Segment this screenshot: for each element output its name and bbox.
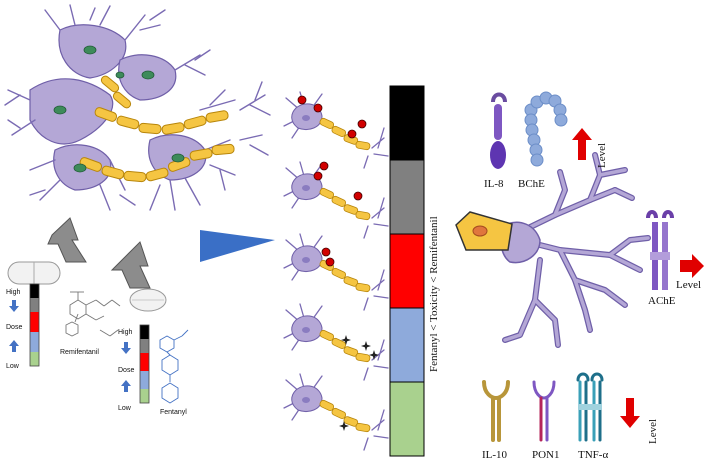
level-down-arrow-icon bbox=[620, 398, 640, 428]
fent-dose-label: Dose bbox=[118, 367, 134, 374]
remifentanil-structure bbox=[65, 291, 121, 337]
small-neuron bbox=[283, 233, 389, 311]
fent-high-label: High bbox=[118, 329, 133, 336]
remi-high-label: High bbox=[6, 289, 21, 296]
level-up-label: Level bbox=[596, 143, 608, 168]
gray-arrow-right bbox=[110, 241, 151, 289]
pon1-receptor-icon bbox=[532, 380, 556, 442]
pon1-label: PON1 bbox=[532, 449, 560, 461]
neuron-row-group bbox=[283, 91, 389, 451]
dose-up-arrow-icon bbox=[9, 300, 19, 312]
ache-label: AChE bbox=[648, 295, 676, 307]
fentanyl-dose-scale bbox=[121, 324, 150, 404]
fent-low-label: Low bbox=[118, 405, 132, 412]
toxicity-bar-segment bbox=[389, 381, 425, 457]
damage-spot-icon bbox=[353, 191, 363, 201]
small-neuron bbox=[283, 161, 389, 239]
bche-label: BChE bbox=[518, 178, 545, 190]
level-up-arrow-icon bbox=[572, 128, 592, 160]
level-right-arrow-icon bbox=[680, 254, 704, 278]
damage-spot-icon bbox=[357, 119, 367, 129]
tnf-label: TNF-α bbox=[578, 449, 608, 461]
star-marker-icon bbox=[341, 335, 351, 345]
toxicity-label: Fentanyl < Toxicity < Remifentanil bbox=[428, 216, 440, 372]
fentanyl-pill-icon bbox=[129, 288, 167, 312]
toxicity-bar-segment bbox=[389, 307, 425, 383]
damage-spot-icon bbox=[347, 129, 357, 139]
il8-label: IL-8 bbox=[484, 178, 504, 190]
remifentanil-label: Remifentanil bbox=[60, 349, 99, 356]
star-marker-icon bbox=[361, 341, 371, 351]
toxicity-bar-segment bbox=[389, 85, 425, 161]
il10-receptor-icon bbox=[482, 380, 510, 442]
il10-label: IL-10 bbox=[482, 449, 508, 461]
neuron-network bbox=[4, 4, 271, 211]
damage-spot-icon bbox=[321, 247, 331, 257]
damage-spot-icon bbox=[325, 257, 335, 267]
star-marker-icon bbox=[369, 350, 379, 360]
toxicity-bar-segment bbox=[389, 159, 425, 235]
small-neuron bbox=[283, 303, 389, 381]
star-marker-icon bbox=[339, 421, 349, 431]
large-neuron bbox=[455, 152, 651, 348]
gray-arrow-left bbox=[47, 217, 87, 263]
remi-dose-label: Dose bbox=[6, 324, 22, 331]
damage-spot-icon bbox=[297, 95, 307, 105]
level-right-label: Level bbox=[676, 279, 701, 291]
dose-up-arrow-icon bbox=[121, 342, 131, 354]
toxicity-bar bbox=[389, 85, 425, 457]
damage-spot-icon bbox=[319, 161, 329, 171]
fentanyl-structure bbox=[159, 329, 189, 404]
dose-down-arrow-icon bbox=[9, 340, 19, 352]
remi-low-label: Low bbox=[6, 363, 20, 370]
fentanyl-label: Fentanyl bbox=[160, 409, 187, 416]
pointer-triangle bbox=[200, 230, 275, 262]
remifentanil-pill-icon bbox=[7, 261, 61, 285]
small-neuron bbox=[283, 91, 389, 169]
level-down-label: Level bbox=[647, 419, 659, 444]
bche-icon bbox=[524, 91, 568, 167]
small-neuron bbox=[283, 373, 389, 451]
il8-receptor-icon bbox=[490, 92, 507, 169]
remifentanil-dose-scale bbox=[9, 283, 40, 367]
damage-spot-icon bbox=[313, 103, 323, 113]
ache-receptor-icon bbox=[646, 210, 674, 290]
tnf-receptor-icon bbox=[576, 372, 604, 442]
dose-down-arrow-icon bbox=[121, 380, 131, 392]
toxicity-bar-segment bbox=[389, 233, 425, 309]
damage-spot-icon bbox=[313, 171, 323, 181]
